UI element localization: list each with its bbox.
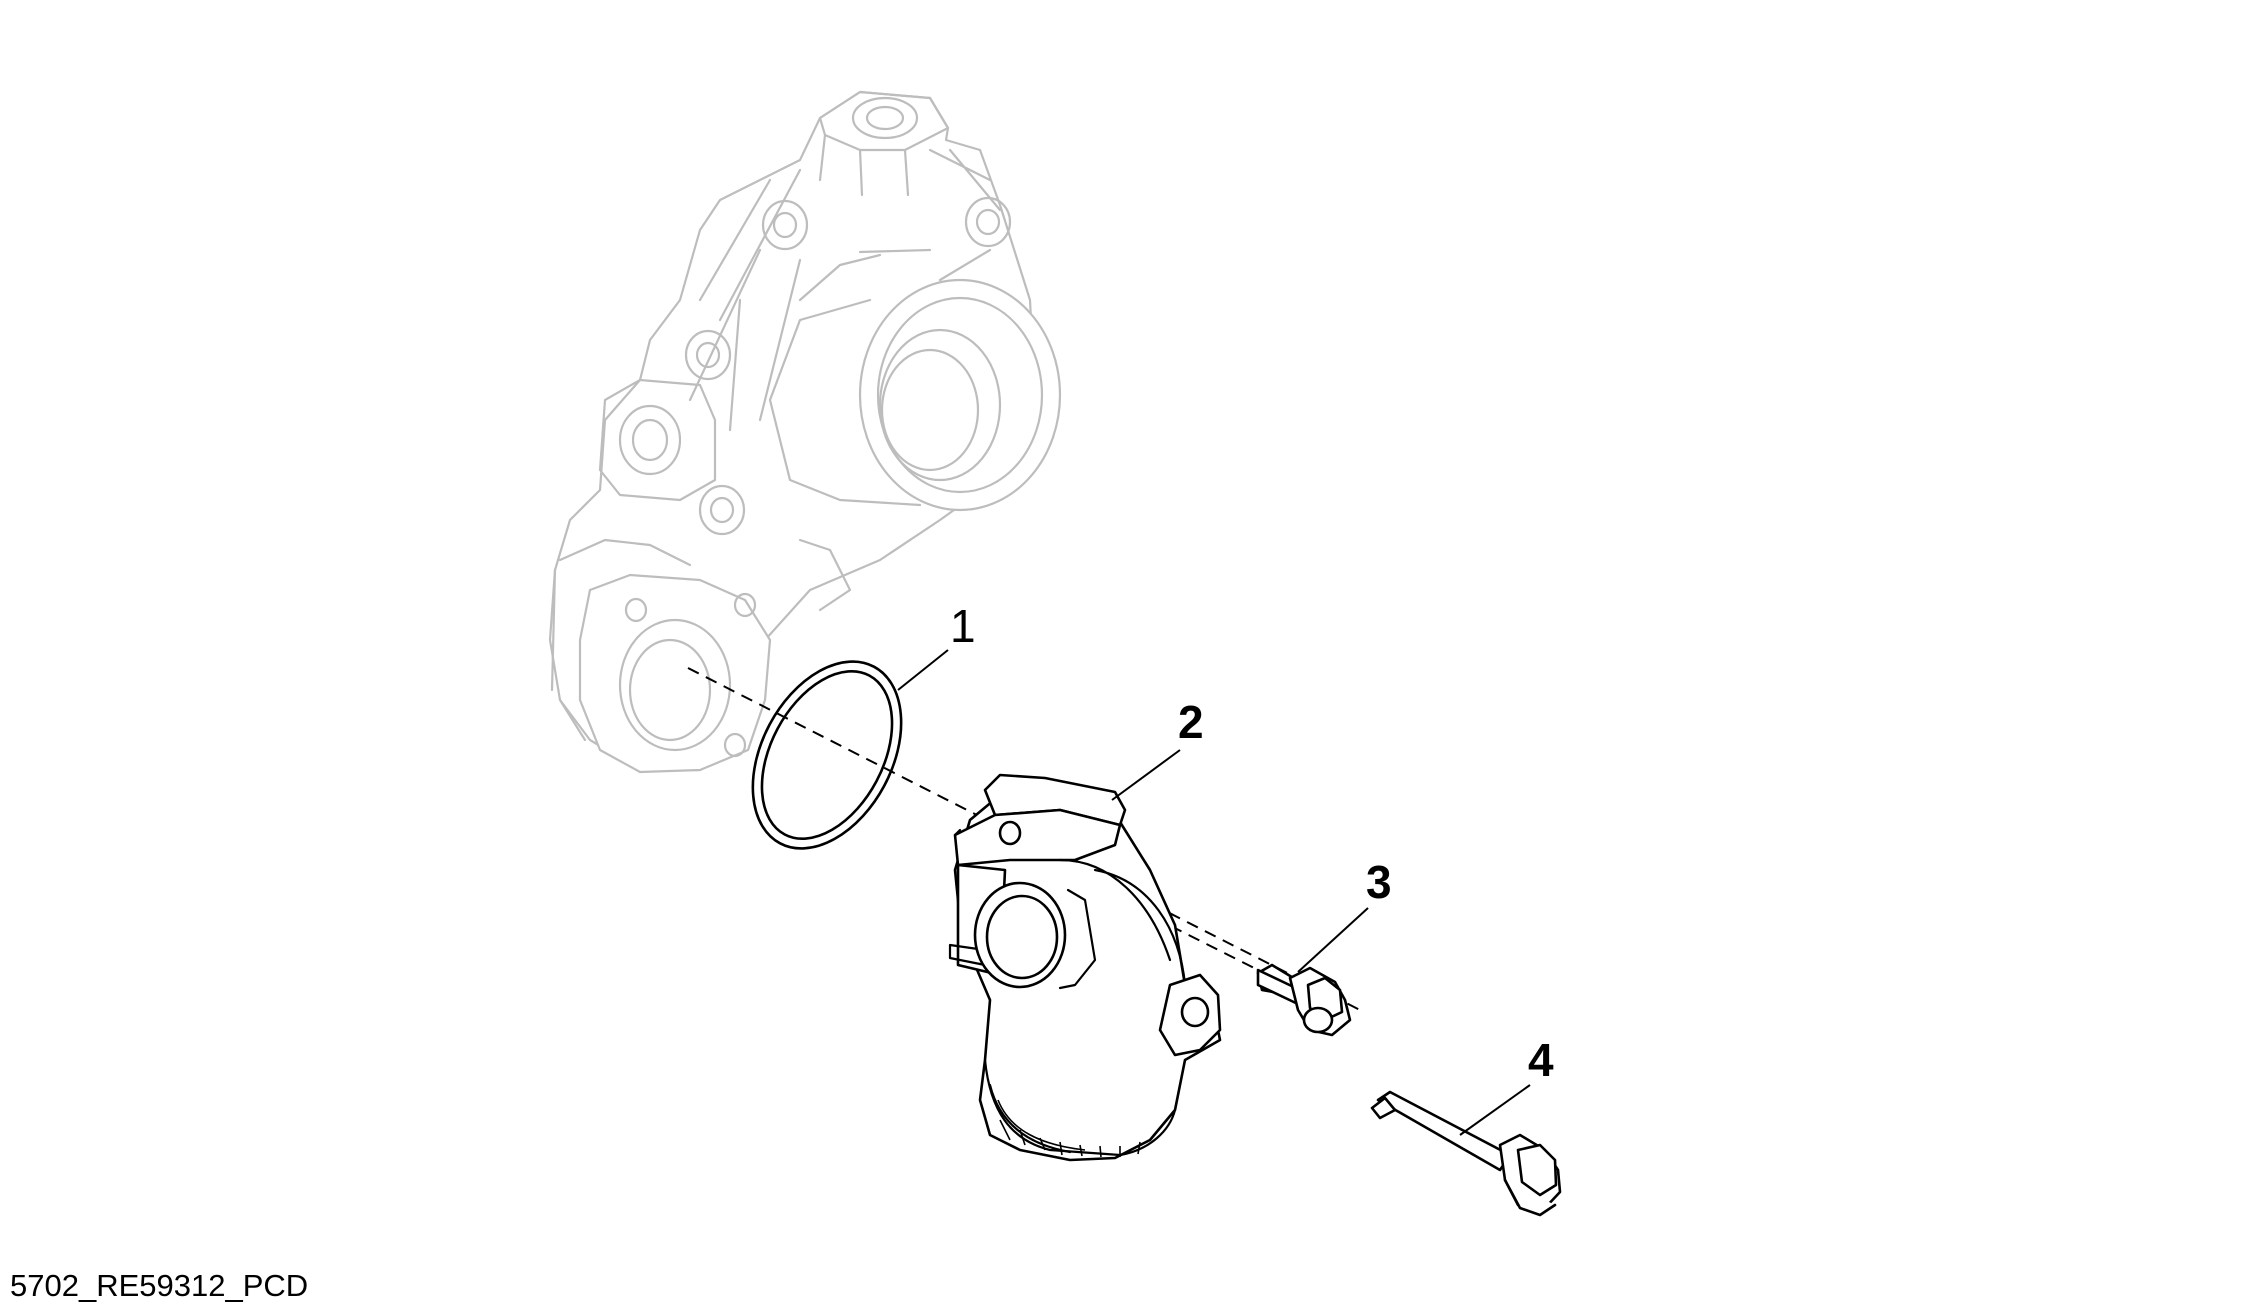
long-flange-bolt <box>1370 1090 1562 1217</box>
callout-1: 1 <box>950 600 976 652</box>
callout-4: 4 <box>1528 1034 1554 1086</box>
callouts: 1 2 3 4 <box>950 600 1554 1086</box>
thermostat-housing-elbow <box>948 773 1222 1162</box>
o-ring-gasket <box>751 660 903 850</box>
leader-lines <box>897 649 1531 1136</box>
engine-housing-reference <box>548 90 1062 774</box>
callout-2: 2 <box>1178 696 1204 748</box>
short-flange-bolt <box>1256 963 1352 1037</box>
callout-3: 3 <box>1366 856 1392 908</box>
figure-id-label: 5702_RE59312_PCD <box>10 1268 309 1303</box>
